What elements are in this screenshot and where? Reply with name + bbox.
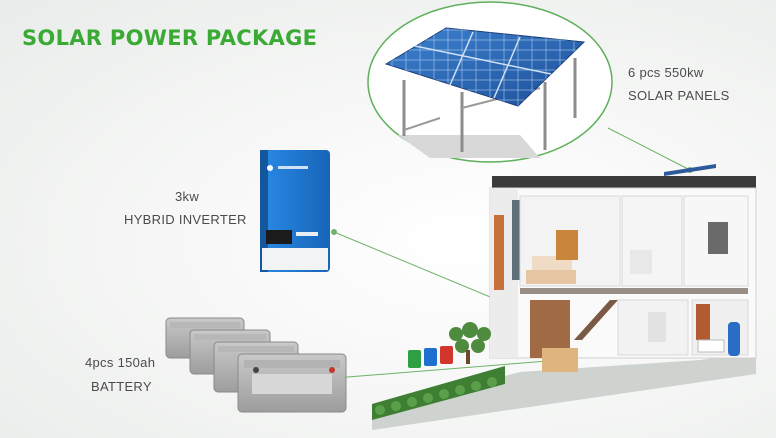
battery-quantity-label: 4pcs 150ah (85, 355, 156, 370)
battery-connector (334, 359, 561, 379)
house-cutaway-image (372, 164, 757, 430)
page-title: SOLAR POWER PACKAGE (22, 26, 318, 50)
battery-image (165, 317, 347, 413)
panel-connector (607, 127, 691, 171)
battery-name-label: BATTERY (91, 379, 152, 394)
panels-name-label: SOLAR PANELS (628, 88, 730, 103)
inverter-name-label: HYBRID INVERTER (124, 212, 247, 227)
solar-panel-callout (367, 1, 613, 163)
inverter-connector-dot (331, 229, 337, 235)
hybrid-inverter-image (260, 150, 330, 272)
inverter-quantity-label: 3kw (175, 189, 200, 204)
panels-quantity-label: 6 pcs 550kw (628, 65, 704, 80)
